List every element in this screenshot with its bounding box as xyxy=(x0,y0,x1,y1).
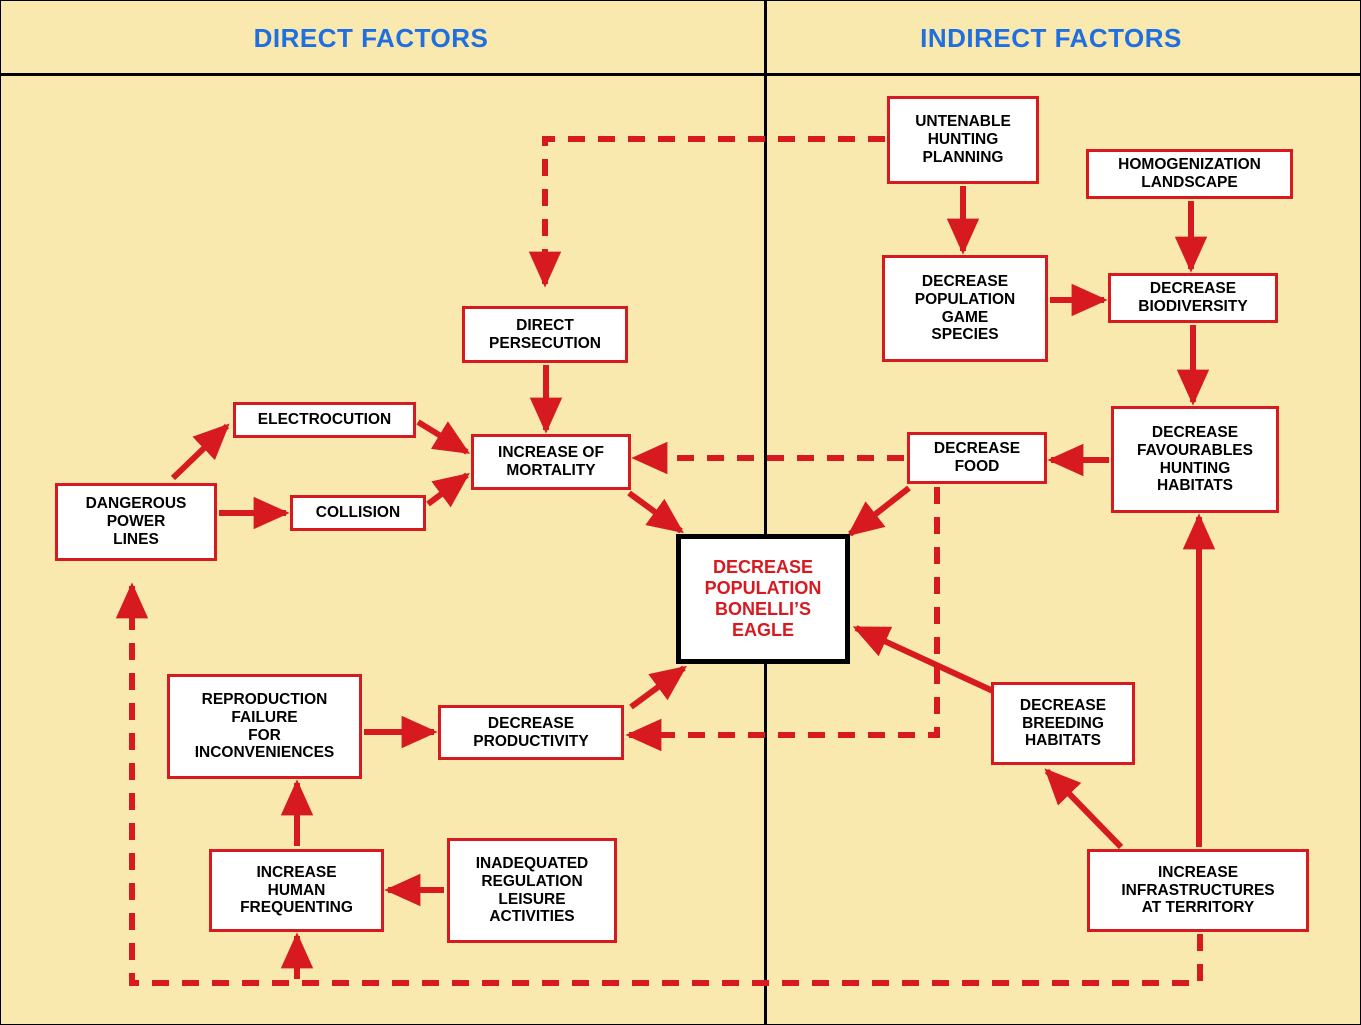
header-indirect-factors: INDIRECT FACTORS xyxy=(920,23,1182,53)
node-decrease-population-game-species[interactable]: DECREASE POPULATION GAME SPECIES xyxy=(882,255,1048,362)
node-decrease-food[interactable]: DECREASE FOOD xyxy=(907,432,1047,484)
panel-divider-vertical xyxy=(764,1,767,1024)
node-homogenization-landscape[interactable]: HOMOGENIZATION LANDSCAPE xyxy=(1086,149,1293,199)
edge-powerlines-to-electrocution xyxy=(170,423,230,481)
node-increase-of-mortality[interactable]: INCREASE OF MORTALITY xyxy=(471,434,631,490)
node-direct-persecution[interactable]: DIRECT PERSECUTION xyxy=(462,306,628,363)
node-decrease-biodiversity[interactable]: DECREASE BIODIVERSITY xyxy=(1108,273,1278,323)
edge-breeding-to-eagle xyxy=(852,625,995,694)
node-reproduction-failure-for-inconveniences[interactable]: REPRODUCTION FAILURE FOR INCONVENIENCES xyxy=(167,674,362,779)
node-inadequated-regulation-leisure-activities[interactable]: INADEQUATED REGULATION LEISURE ACTIVITIE… xyxy=(447,838,617,943)
node-decrease-breeding-habitats[interactable]: DECREASE BREEDING HABITATS xyxy=(991,682,1135,765)
edge-collision-to-mortality xyxy=(426,472,470,508)
node-dangerous-power-lines[interactable]: DANGEROUS POWER LINES xyxy=(55,483,217,561)
header-direct-factors: DIRECT FACTORS xyxy=(253,23,489,53)
edge-mortality-to-eagle xyxy=(627,490,684,534)
node-decrease-productivity[interactable]: DECREASE PRODUCTIVITY xyxy=(438,705,624,760)
edge-electrocution-to-mortality xyxy=(416,419,471,455)
node-electrocution[interactable]: ELECTROCUTION xyxy=(233,402,416,438)
node-decrease-population-bonellis-eagle[interactable]: DECREASE POPULATION BONELLI’S EAGLE xyxy=(676,534,850,664)
node-collision[interactable]: COLLISION xyxy=(290,495,426,531)
edge-productivity-to-eagle xyxy=(629,665,687,710)
edge-food-to-eagle xyxy=(847,485,911,537)
node-increase-human-frequenting[interactable]: INCREASE HUMAN FREQUENTING xyxy=(209,849,384,932)
node-untenable-hunting-planning[interactable]: UNTENABLE HUNTING PLANNING xyxy=(887,96,1039,184)
node-decrease-favourables-hunting-habitats[interactable]: DECREASE FAVOURABLES HUNTING HABITATS xyxy=(1111,406,1279,513)
header-divider-horizontal xyxy=(1,73,1360,76)
node-increase-infrastructures-at-territory[interactable]: INCREASE INFRASTRUCTURES AT TERRITORY xyxy=(1087,849,1309,932)
edge-infrastructures-to-breeding xyxy=(1044,768,1124,850)
edge-untenable-to-persecution xyxy=(528,136,885,288)
